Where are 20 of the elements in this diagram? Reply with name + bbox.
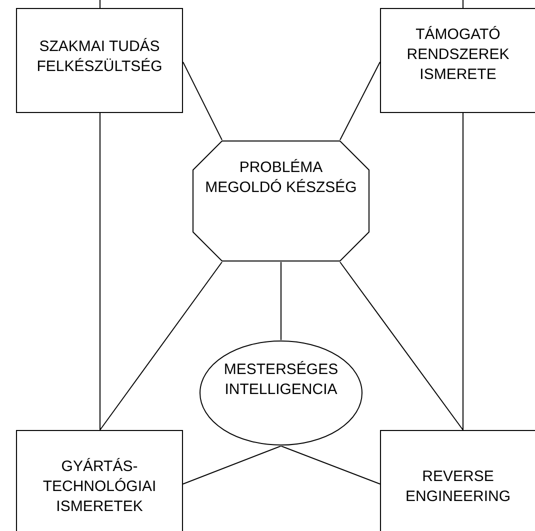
node-label: GYÁRTÁS- TECHNOLÓGIAI ISMERETEK (42, 457, 158, 517)
process-box (380, 430, 535, 531)
connector-line (280, 262, 282, 340)
process-box (16, 430, 183, 531)
node-label: TÁMOGATÓ RENDSZEREK ISMERETE (406, 25, 510, 85)
connector-line (280, 446, 380, 484)
process-box (16, 8, 183, 113)
connector-line (462, 112, 464, 430)
node-label: MESTERSÉGES INTELLIGENCIA (222, 360, 340, 400)
connector-line (462, 0, 464, 8)
octagon-shape (192, 140, 370, 262)
process-box (380, 8, 535, 113)
connector-line (340, 62, 380, 140)
node-label: REVERSE ENGINEERING (404, 467, 512, 507)
connector-line (100, 262, 222, 430)
connector-line (182, 62, 222, 140)
node-label: PROBLÉMA MEGOLDÓ KÉSZSÉG (204, 158, 358, 198)
connector-line (340, 262, 464, 430)
node-label: SZAKMAI TUDÁS FELKÉSZÜLTSÉG (36, 37, 164, 77)
connector-line (182, 446, 282, 484)
